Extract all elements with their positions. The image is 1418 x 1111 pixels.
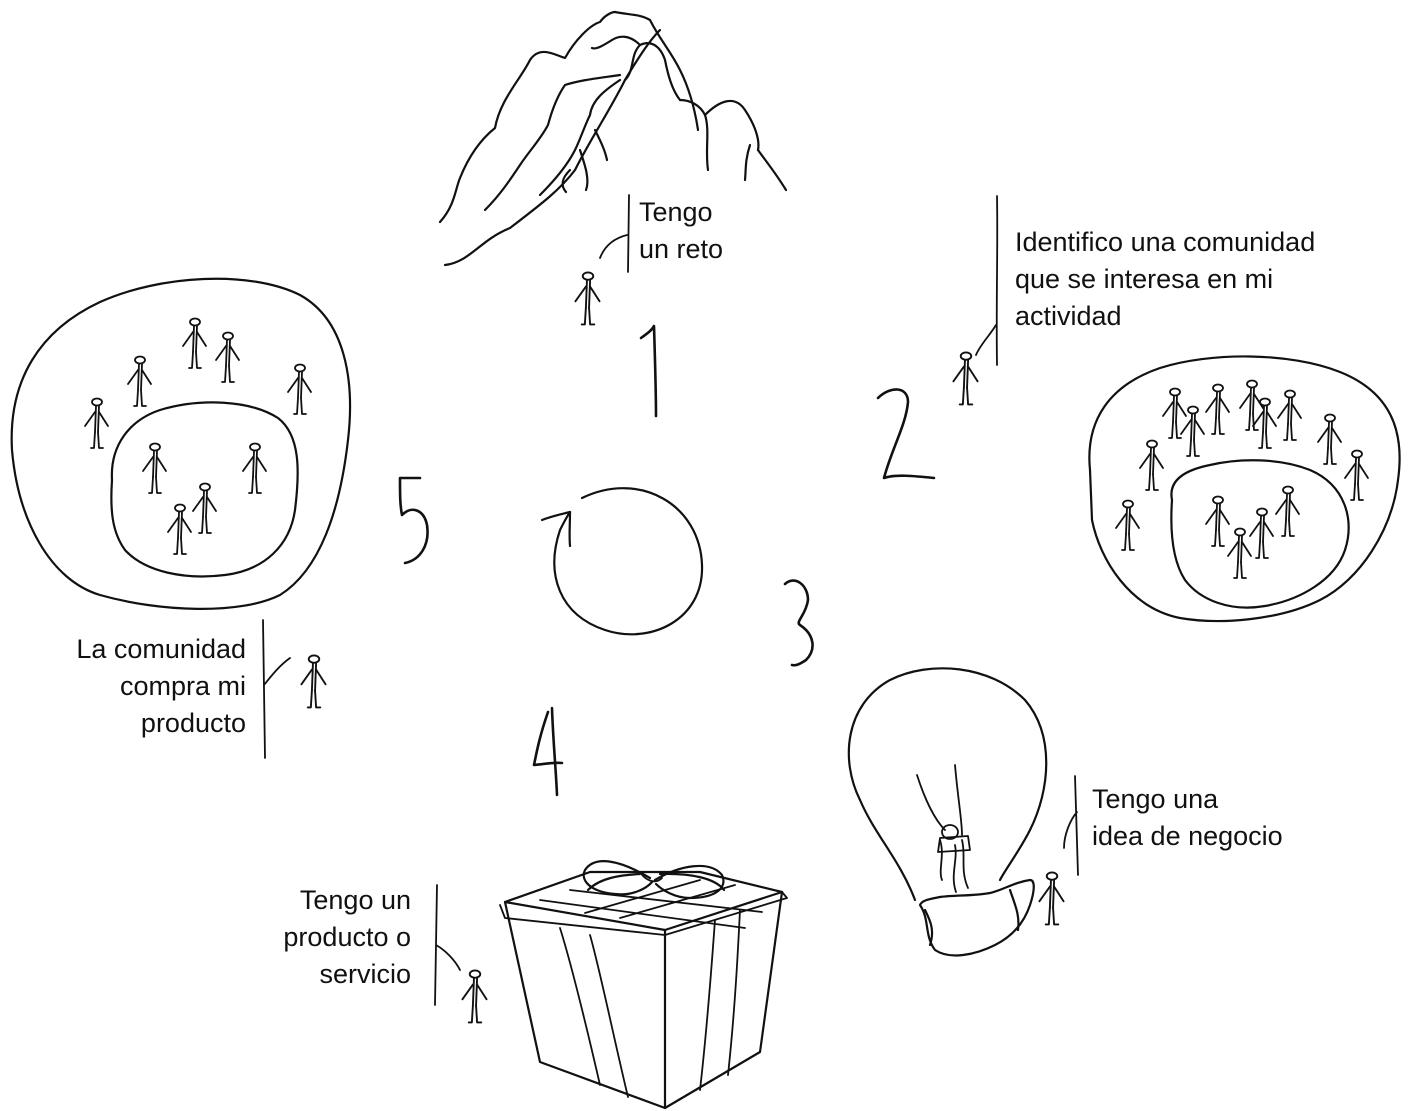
step-1-label: Tengo un reto xyxy=(639,194,723,268)
step-3-label-line: idea de negocio xyxy=(1092,821,1283,851)
mountain-icon xyxy=(438,10,788,267)
step-2-person xyxy=(952,351,979,406)
step-2-label-line: Identifico una comunidad xyxy=(1015,227,1316,257)
step-4-label-line: Tengo un xyxy=(299,885,411,915)
step-4-label: Tengo un producto o servicio xyxy=(283,882,411,993)
step-5-person xyxy=(300,654,327,709)
step-2-label-line: que se interesa en mi xyxy=(1015,264,1274,294)
step-3-bracket xyxy=(1063,775,1079,876)
step-5-label-line: compra mi xyxy=(119,671,246,701)
number-1 xyxy=(639,324,658,418)
number-5 xyxy=(398,476,429,565)
step-1-label-line: Tengo xyxy=(639,197,713,227)
step-2-bracket xyxy=(975,195,999,366)
step-4-label-line: servicio xyxy=(319,959,411,989)
number-4 xyxy=(532,706,564,797)
step-3-label: Tengo una idea de negocio xyxy=(1092,781,1283,855)
community-icon-step-5 xyxy=(10,277,352,610)
cycle-arrow-icon xyxy=(540,487,704,636)
lightbulb-icon xyxy=(847,667,1048,957)
step-3-label-line: Tengo una xyxy=(1092,784,1219,814)
step-4-person xyxy=(461,969,488,1024)
step-5-label: La comunidad compra mi producto xyxy=(76,631,246,742)
step-5-label-line: producto xyxy=(140,708,246,738)
number-3 xyxy=(783,579,814,667)
step-5-label-line: La comunidad xyxy=(76,634,246,664)
step-2-label-line: actividad xyxy=(1015,301,1122,331)
step-5-bracket xyxy=(262,619,291,759)
step-1-bracket xyxy=(599,194,630,273)
number-2 xyxy=(876,388,936,480)
community-icon-step-2 xyxy=(1088,355,1401,623)
step-4-label-line: producto o xyxy=(283,922,411,952)
step-1-label-line: un reto xyxy=(639,234,724,264)
community-people-step-2 xyxy=(1115,379,1369,579)
step-3-person xyxy=(1038,871,1065,926)
step-4-bracket xyxy=(434,884,461,1006)
step-1-person xyxy=(574,271,601,326)
community-people-step-5 xyxy=(84,317,312,555)
gift-box-icon xyxy=(499,860,788,1110)
step-2-label: Identifico una comunidad que se interesa… xyxy=(1015,224,1315,335)
